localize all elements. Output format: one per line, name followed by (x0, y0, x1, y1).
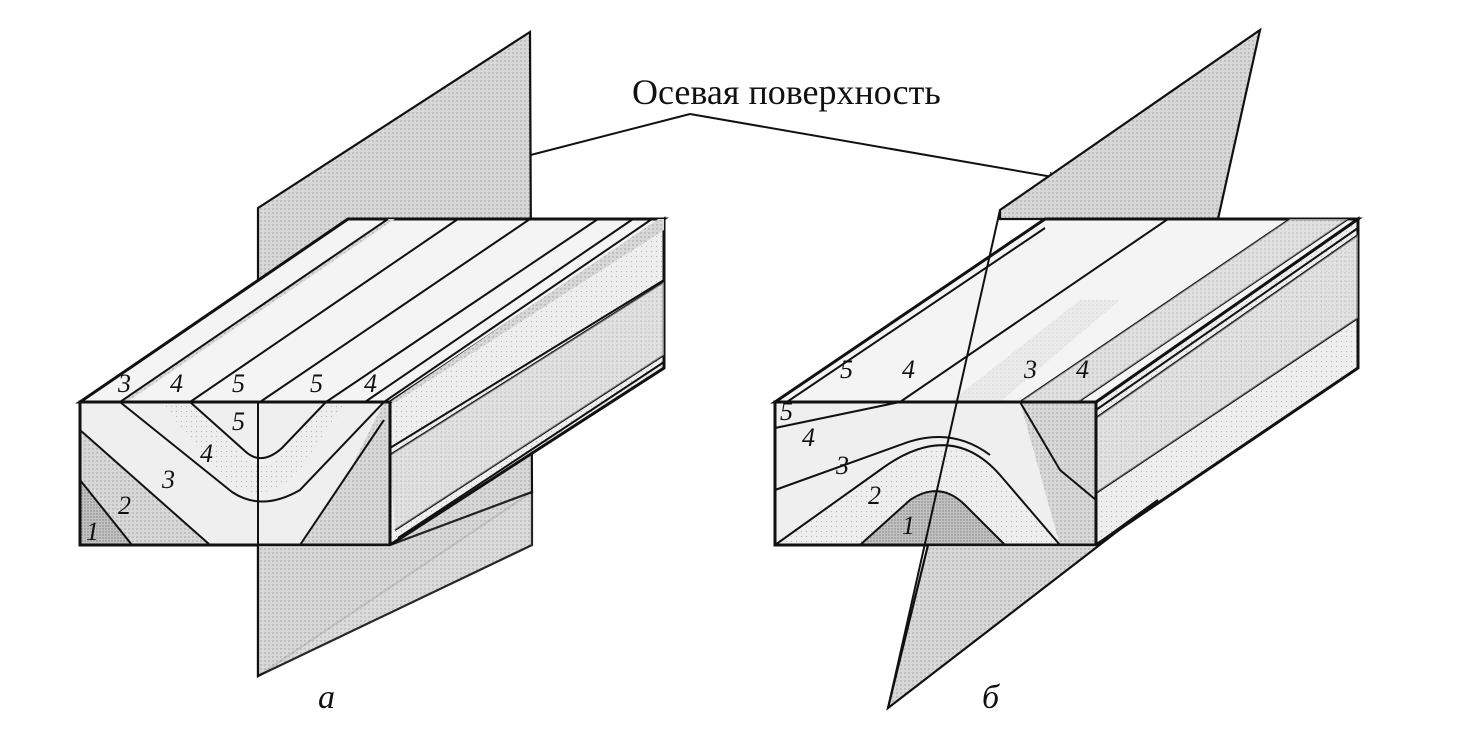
b-top-label-5: 5 (840, 355, 853, 384)
a-front-label-1: 1 (86, 517, 99, 546)
a-front-label-4: 4 (200, 439, 213, 468)
a-top-label-4: 4 (170, 369, 183, 398)
figure-anticline: 5 4 3 4 5 4 3 2 1 б (770, 27, 1363, 716)
b-front-label-4: 4 (802, 423, 815, 452)
figure-syncline: 3 4 5 5 4 5 4 3 2 1 а (75, 29, 669, 716)
a-top-label-5b: 5 (310, 369, 323, 398)
block-b-front-face (773, 400, 1098, 547)
block-a-front-face (78, 400, 392, 547)
a-front-label-2: 2 (118, 491, 131, 520)
b-sublabel: б (982, 679, 1001, 716)
b-front-label-1: 1 (902, 511, 915, 540)
axial-surface-label: Осевая поверхность (632, 72, 941, 112)
b-front-label-5: 5 (780, 397, 793, 426)
b-front-label-3: 3 (835, 451, 849, 480)
a-top-label-3: 3 (117, 369, 131, 398)
b-top-label-3: 3 (1023, 355, 1037, 384)
axial-plane-b-back (998, 27, 1262, 221)
a-top-label-4b: 4 (364, 369, 377, 398)
a-top-label-5: 5 (232, 369, 245, 398)
axial-plane-b-front (886, 499, 1159, 711)
a-front-label-3: 3 (161, 465, 175, 494)
b-top-label-4b: 4 (1076, 355, 1089, 384)
a-front-label-5: 5 (232, 407, 245, 436)
b-top-label-4: 4 (902, 355, 915, 384)
a-sublabel: а (318, 679, 335, 716)
pointer-arrows (478, 113, 1073, 182)
b-front-label-2: 2 (868, 481, 881, 510)
